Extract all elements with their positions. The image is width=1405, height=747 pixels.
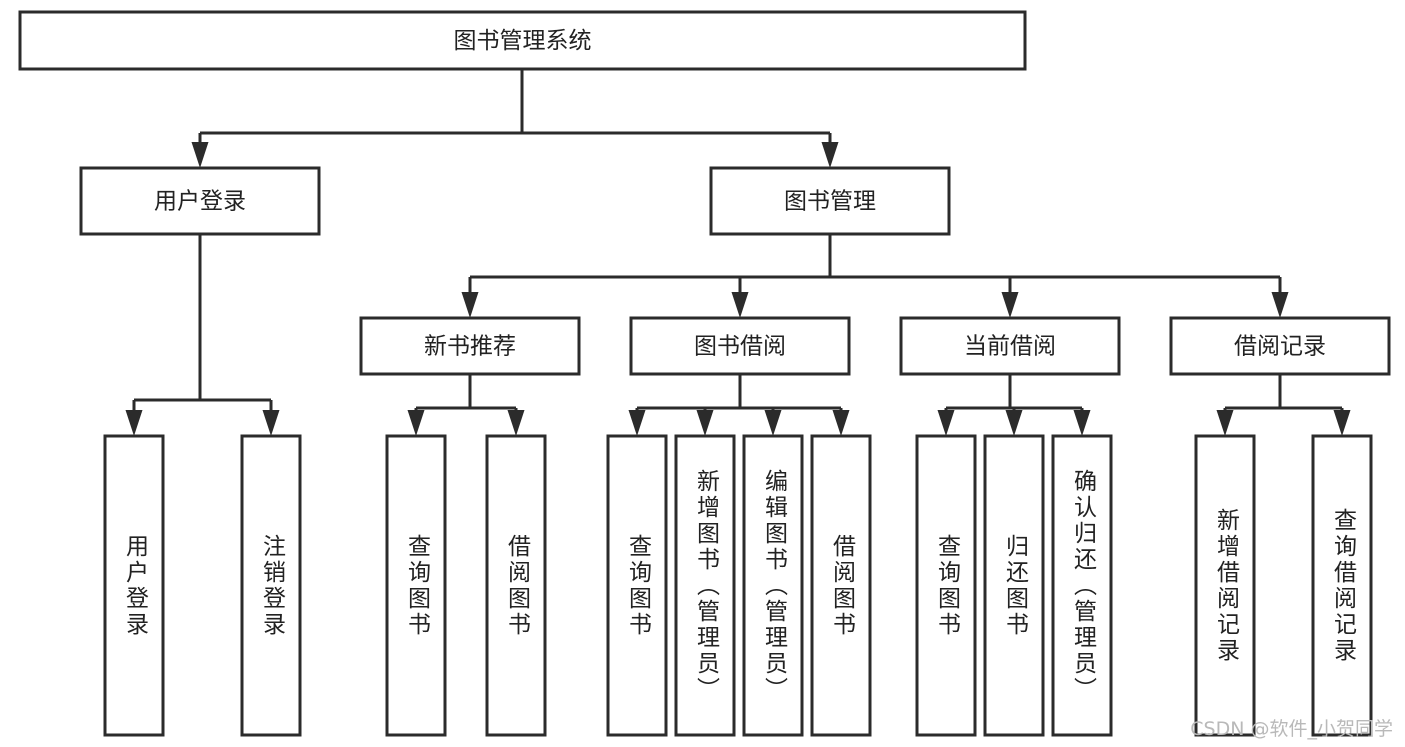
node-label-user-login: 用户登录 [154,189,246,215]
node-box-book-manage[interactable] [709,166,951,236]
node-box-leaf-add-book-admin[interactable] [674,434,736,737]
node-box-leaf-user-login[interactable] [103,434,165,737]
connector-borrow-record [1216,374,1351,436]
node-box-leaf-borrow-book-recommend[interactable] [485,434,547,737]
connector-current-borrow [937,374,1091,436]
node-label-book-manage: 图书管理 [784,189,876,215]
connector-root [191,69,839,168]
node-label-leaf-query-borrow-record: 查询借阅记录 [1329,507,1356,664]
node-box-borrow-record[interactable] [1169,316,1391,376]
node-label-leaf-confirm-return-admin: 确认归还（管理员） [1069,468,1096,703]
connector-book-manage [461,234,1289,318]
node-label-book-borrow: 图书借阅 [694,334,786,360]
connector-new-book-recommend [407,374,525,436]
node-label-new-book-recommend: 新书推荐 [424,334,516,360]
node-label-current-borrow: 当前借阅 [964,334,1056,360]
node-box-leaf-query-book-borrow[interactable] [606,434,668,737]
node-box-user-login[interactable] [79,166,321,236]
node-label-borrow-record: 借阅记录 [1234,334,1326,360]
node-box-leaf-query-borrow-record[interactable] [1311,434,1373,737]
node-box-leaf-return-book[interactable] [983,434,1045,737]
node-box-leaf-borrow-book[interactable] [810,434,872,737]
connector-layer [125,69,1351,436]
node-box-book-borrow[interactable] [629,316,851,376]
node-label-leaf-add-book-admin: 新增图书（管理员） [692,468,719,703]
node-box-leaf-query-book-current[interactable] [915,434,977,737]
node-label-leaf-query-book-borrow: 查询图书 [624,533,651,638]
node-box-root[interactable] [18,10,1027,71]
node-label-leaf-edit-book-admin: 编辑图书（管理员） [760,468,787,703]
node-box-leaf-query-book-recommend[interactable] [385,434,447,737]
node-box-new-book-recommend[interactable] [359,316,581,376]
node-box-leaf-user-logout[interactable] [240,434,302,737]
node-label-leaf-return-book: 归还图书 [1001,533,1028,638]
connector-user-login [125,234,280,436]
node-label-root: 图书管理系统 [454,28,592,54]
node-label-leaf-user-login: 用户登录 [121,533,148,638]
watermark-credit: CSDN @软件_小贺同学 [1190,718,1393,740]
node-box-leaf-add-borrow-record[interactable] [1194,434,1256,737]
node-layer [18,10,1391,737]
node-box-leaf-edit-book-admin[interactable] [742,434,804,737]
node-label-leaf-user-logout: 注销登录 [258,533,285,638]
node-label-leaf-add-borrow-record: 新增借阅记录 [1212,507,1239,664]
node-label-leaf-borrow-book: 借阅图书 [828,533,855,638]
node-label-leaf-borrow-book-recommend: 借阅图书 [503,533,530,638]
connector-book-borrow [628,374,850,436]
node-box-current-borrow[interactable] [899,316,1121,376]
node-box-leaf-confirm-return-admin[interactable] [1051,434,1113,737]
node-label-leaf-query-book-recommend: 查询图书 [403,533,430,638]
node-label-leaf-query-book-current: 查询图书 [933,533,960,638]
